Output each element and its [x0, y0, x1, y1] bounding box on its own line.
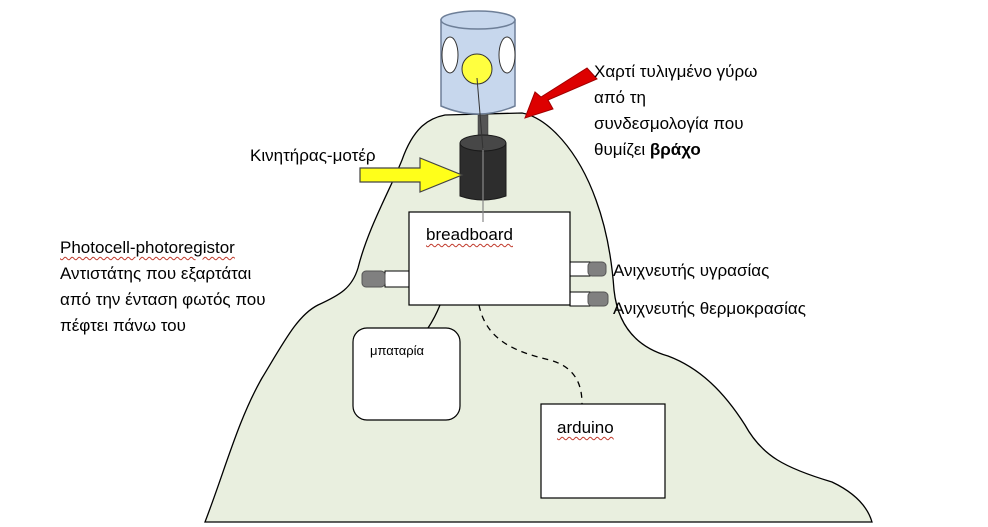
arduino-wire [478, 304, 583, 405]
photocell-label-line3: από την ένταση φωτός που [60, 290, 266, 309]
humidity-sensor-icon [587, 261, 607, 277]
temperature-sensor-icon [587, 291, 609, 307]
breadboard-label: breadboard [426, 225, 513, 244]
battery-label: μπαταρία [370, 343, 425, 358]
humidity-label: Ανιχνευτής υγρασίας [613, 261, 770, 280]
motor-label: Κινητήρας-μοτέρ [250, 146, 376, 165]
paper-label-line1: Χαρτί τυλιγμένο γύρω [594, 62, 758, 81]
paper-label-line4-prefix: θυμίζει [594, 140, 650, 159]
temperature-connector [569, 291, 591, 307]
arrow-icon [359, 157, 464, 193]
battery-box [352, 327, 461, 421]
paper-label-line2: από τη [594, 88, 646, 107]
paper-label-line4: θυμίζει βράχο [594, 137, 757, 163]
photocell-label-line1: Photocell-photoregistor [60, 238, 235, 257]
lamp-wire [476, 77, 484, 151]
motor-icon [459, 114, 507, 222]
photocell-label: Photocell-photoregistor Αντιστάτης που ε… [60, 235, 266, 339]
paper-label: Χαρτί τυλιγμένο γύρω από τη συνδεσμολογί… [594, 59, 757, 163]
breadboard-box [408, 211, 571, 306]
temperature-label: Ανιχνευτής θερμοκρασίας [613, 299, 806, 318]
arrow-icon [524, 67, 598, 119]
paper-label-line4-bold: βράχο [649, 140, 701, 159]
arduino-label: arduino [557, 418, 614, 437]
right-window [498, 36, 516, 74]
left-window [441, 36, 459, 74]
photocell-label-line4: πέφτει πάνω του [60, 316, 186, 335]
photocell-connector [384, 270, 411, 288]
photocell-label-line2: Αντιστάτης που εξαρτάται [60, 264, 252, 283]
battery-wire [427, 304, 441, 329]
cylinder-top [440, 10, 516, 30]
photocell-sensor-icon [361, 270, 386, 288]
light-cylinder [440, 10, 516, 151]
paper-label-line3: συνδεσμολογία που [594, 114, 744, 133]
arduino-box [540, 403, 666, 499]
humidity-connector [569, 261, 591, 277]
